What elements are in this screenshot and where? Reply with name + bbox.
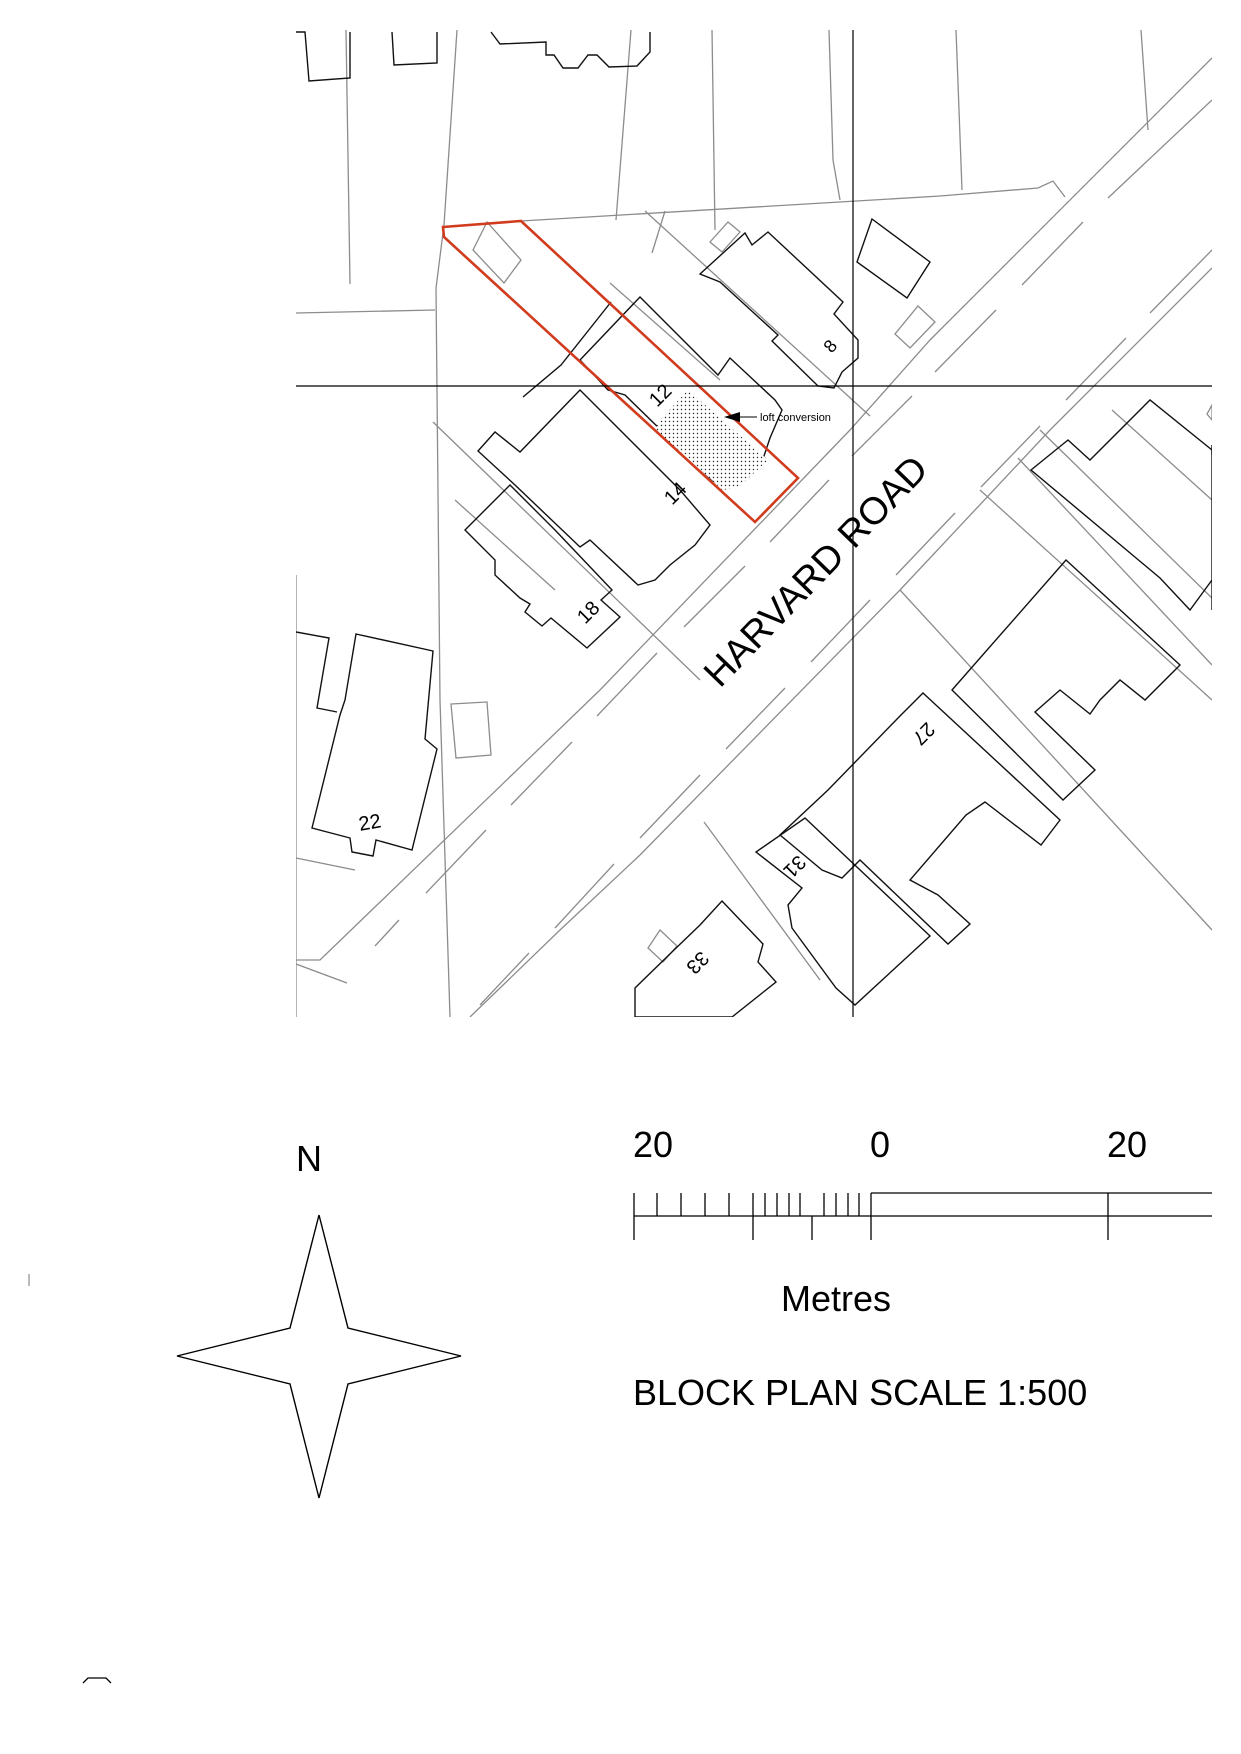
scale-unit-label: Metres xyxy=(781,1278,892,1319)
house-number-14: 14 xyxy=(660,478,691,509)
loft-conversion-arrow xyxy=(724,412,757,422)
plot-boundaries xyxy=(296,30,1212,1017)
house-number-33: 33 xyxy=(682,947,713,978)
house-number-27: 27 xyxy=(908,718,939,749)
scale-tick-label-right: 20 xyxy=(1107,1124,1148,1165)
house-27 xyxy=(778,692,1061,945)
scale-tick-label-zero: 0 xyxy=(870,1124,891,1165)
house-number-12: 12 xyxy=(645,380,676,411)
scale-bar xyxy=(633,1192,1212,1240)
house-31 xyxy=(754,817,932,1006)
house-number-22: 22 xyxy=(357,810,383,836)
plan-title: BLOCK PLAN SCALE 1:500 xyxy=(633,1372,1088,1413)
house-14 xyxy=(477,389,711,586)
loft-conversion-area xyxy=(655,390,768,490)
house-number-8: 8 xyxy=(820,336,842,357)
building-outlines xyxy=(296,31,1212,1017)
house-8 xyxy=(698,231,859,389)
site-boundary xyxy=(441,219,800,524)
house-22 xyxy=(311,633,438,857)
north-arrow-star-icon xyxy=(176,1214,462,1499)
house-33 xyxy=(634,899,778,1017)
scan-mark xyxy=(82,1677,112,1684)
house-number-18: 18 xyxy=(573,597,604,628)
loft-conversion-label: loft conversion xyxy=(760,412,831,424)
north-label: N xyxy=(296,1138,322,1179)
scale-tick-label-left: 20 xyxy=(633,1124,674,1165)
house-18 xyxy=(464,484,622,649)
map-linework: loft conversion HARVARD ROAD 8 12 14 18 … xyxy=(296,30,1212,1017)
